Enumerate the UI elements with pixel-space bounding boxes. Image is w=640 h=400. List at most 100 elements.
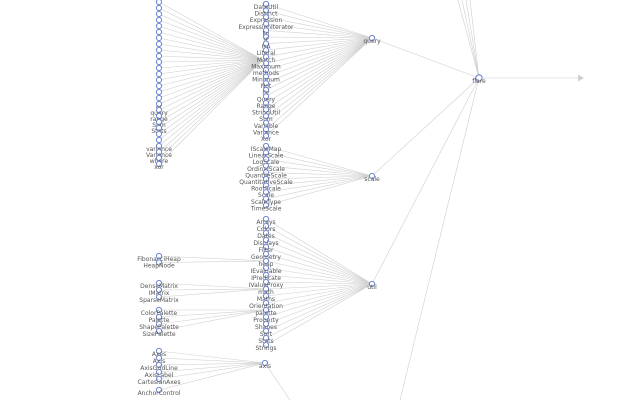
axis-child[interactable]: CartesianAxes <box>138 375 181 386</box>
query-grandchild[interactable] <box>155 22 163 30</box>
axis-child[interactable]: AxisLabel <box>145 368 174 379</box>
node-circle[interactable] <box>262 33 270 41</box>
node-circle[interactable] <box>155 252 163 260</box>
node-circle[interactable] <box>262 264 270 272</box>
node-circle[interactable] <box>155 375 163 383</box>
node-circle[interactable] <box>262 189 270 196</box>
node-circle[interactable] <box>155 94 163 102</box>
node-circle[interactable] <box>155 361 163 369</box>
node-circle[interactable] <box>155 4 163 12</box>
math-child[interactable]: IMatrix <box>149 286 170 297</box>
node-axis[interactable]: axis <box>259 359 271 370</box>
query-grandchild[interactable] <box>155 82 163 90</box>
util-child[interactable]: Filter <box>259 243 274 254</box>
node-circle[interactable] <box>155 148 163 156</box>
util-child[interactable]: Dates <box>257 229 275 240</box>
node-circle[interactable] <box>262 73 270 80</box>
node-circle[interactable] <box>262 334 270 342</box>
query-child[interactable]: ExpressionIterator <box>238 20 294 31</box>
query-child[interactable]: If <box>262 33 270 44</box>
node-circle[interactable] <box>155 136 163 144</box>
node-circle[interactable] <box>262 313 270 321</box>
node-circle[interactable] <box>155 279 163 287</box>
scale-child[interactable]: QuantileScale <box>245 169 287 180</box>
query-grandchild[interactable] <box>155 88 163 96</box>
util-child[interactable]: Maths <box>257 292 275 303</box>
node-circle[interactable] <box>155 286 163 294</box>
node-circle[interactable] <box>155 40 163 48</box>
axis-child[interactable]: AnchorControl <box>138 386 181 397</box>
node-circle[interactable] <box>262 202 270 209</box>
math-child[interactable]: DenseMatrix <box>140 279 178 290</box>
scale-child[interactable]: LinearScale <box>249 149 284 160</box>
query-grandchild[interactable]: xor <box>154 160 164 171</box>
query-grandchild[interactable] <box>155 58 163 66</box>
query-child[interactable]: Xor <box>261 132 272 143</box>
util-child[interactable]: Geometry <box>251 250 281 261</box>
node-circle[interactable] <box>262 243 270 251</box>
query-child[interactable]: Literal <box>257 47 276 58</box>
node-circle[interactable] <box>262 341 270 349</box>
node-circle[interactable] <box>262 327 270 335</box>
util-child[interactable]: IPredicate <box>251 271 281 282</box>
node-circle[interactable] <box>262 80 270 87</box>
node-circle[interactable] <box>262 195 270 202</box>
node-circle[interactable] <box>262 278 270 286</box>
node-circle[interactable] <box>262 182 270 189</box>
query-grandchild[interactable] <box>155 0 163 6</box>
node-circle[interactable] <box>155 124 163 132</box>
node-circle[interactable] <box>155 52 163 60</box>
query-grandchild[interactable] <box>155 136 163 144</box>
scale-child[interactable]: TimeScale <box>250 202 282 213</box>
node-circle[interactable] <box>262 27 270 34</box>
query-child[interactable]: Sum <box>259 113 273 124</box>
node-circle[interactable] <box>262 66 270 74</box>
scale-child[interactable]: QuantitativeScale <box>239 175 293 186</box>
node-circle[interactable] <box>262 126 270 133</box>
node-circle[interactable] <box>262 53 270 60</box>
node-circle[interactable] <box>155 16 163 24</box>
node-circle[interactable] <box>262 0 270 8</box>
node-circle[interactable] <box>155 34 163 42</box>
query-grandchild[interactable] <box>155 76 163 84</box>
query-child[interactable]: IsA <box>262 40 272 51</box>
node-circle[interactable] <box>155 64 163 72</box>
scale-child[interactable]: RootScale <box>251 182 281 193</box>
query-grandchild[interactable] <box>155 10 163 18</box>
query-grandchild[interactable] <box>155 64 163 72</box>
node-circle[interactable] <box>262 86 270 93</box>
palette-child[interactable]: Palette <box>149 313 170 324</box>
scale-child[interactable]: Scale <box>258 189 274 200</box>
node-circle[interactable] <box>155 10 163 18</box>
query-child[interactable]: Or <box>262 86 270 97</box>
node-circle[interactable] <box>155 259 163 266</box>
node-circle[interactable] <box>262 132 270 140</box>
node-circle[interactable] <box>155 354 163 362</box>
heap-child[interactable]: HeapNode <box>143 259 175 270</box>
node-circle[interactable] <box>155 88 163 96</box>
util-child[interactable]: palette <box>255 306 277 317</box>
node-circle[interactable] <box>262 93 270 100</box>
node-circle[interactable] <box>155 142 163 150</box>
query-child[interactable]: Query <box>257 93 276 104</box>
util-child[interactable]: Orientation <box>249 299 283 310</box>
node-circle[interactable] <box>262 99 270 107</box>
node-circle[interactable] <box>262 175 270 183</box>
node-circle[interactable] <box>155 347 163 355</box>
query-child[interactable]: Range <box>256 99 276 110</box>
util-child[interactable]: IValueProxy <box>249 278 284 289</box>
axis-child[interactable]: Axes <box>152 347 166 358</box>
query-child[interactable]: Not <box>261 80 272 91</box>
util-child[interactable]: Colors <box>257 222 276 233</box>
node-circle[interactable] <box>155 28 163 36</box>
node-circle[interactable] <box>262 320 270 328</box>
node-circle[interactable] <box>368 34 376 42</box>
node-circle[interactable] <box>155 160 163 168</box>
query-grandchild[interactable] <box>155 52 163 60</box>
query-grandchild[interactable] <box>155 4 163 12</box>
util-child[interactable]: Displays <box>253 236 279 247</box>
query-grandchild[interactable] <box>155 34 163 42</box>
node-circle[interactable] <box>155 368 163 376</box>
node-circle[interactable] <box>155 293 163 301</box>
query-child[interactable]: DateUtil <box>254 0 279 11</box>
